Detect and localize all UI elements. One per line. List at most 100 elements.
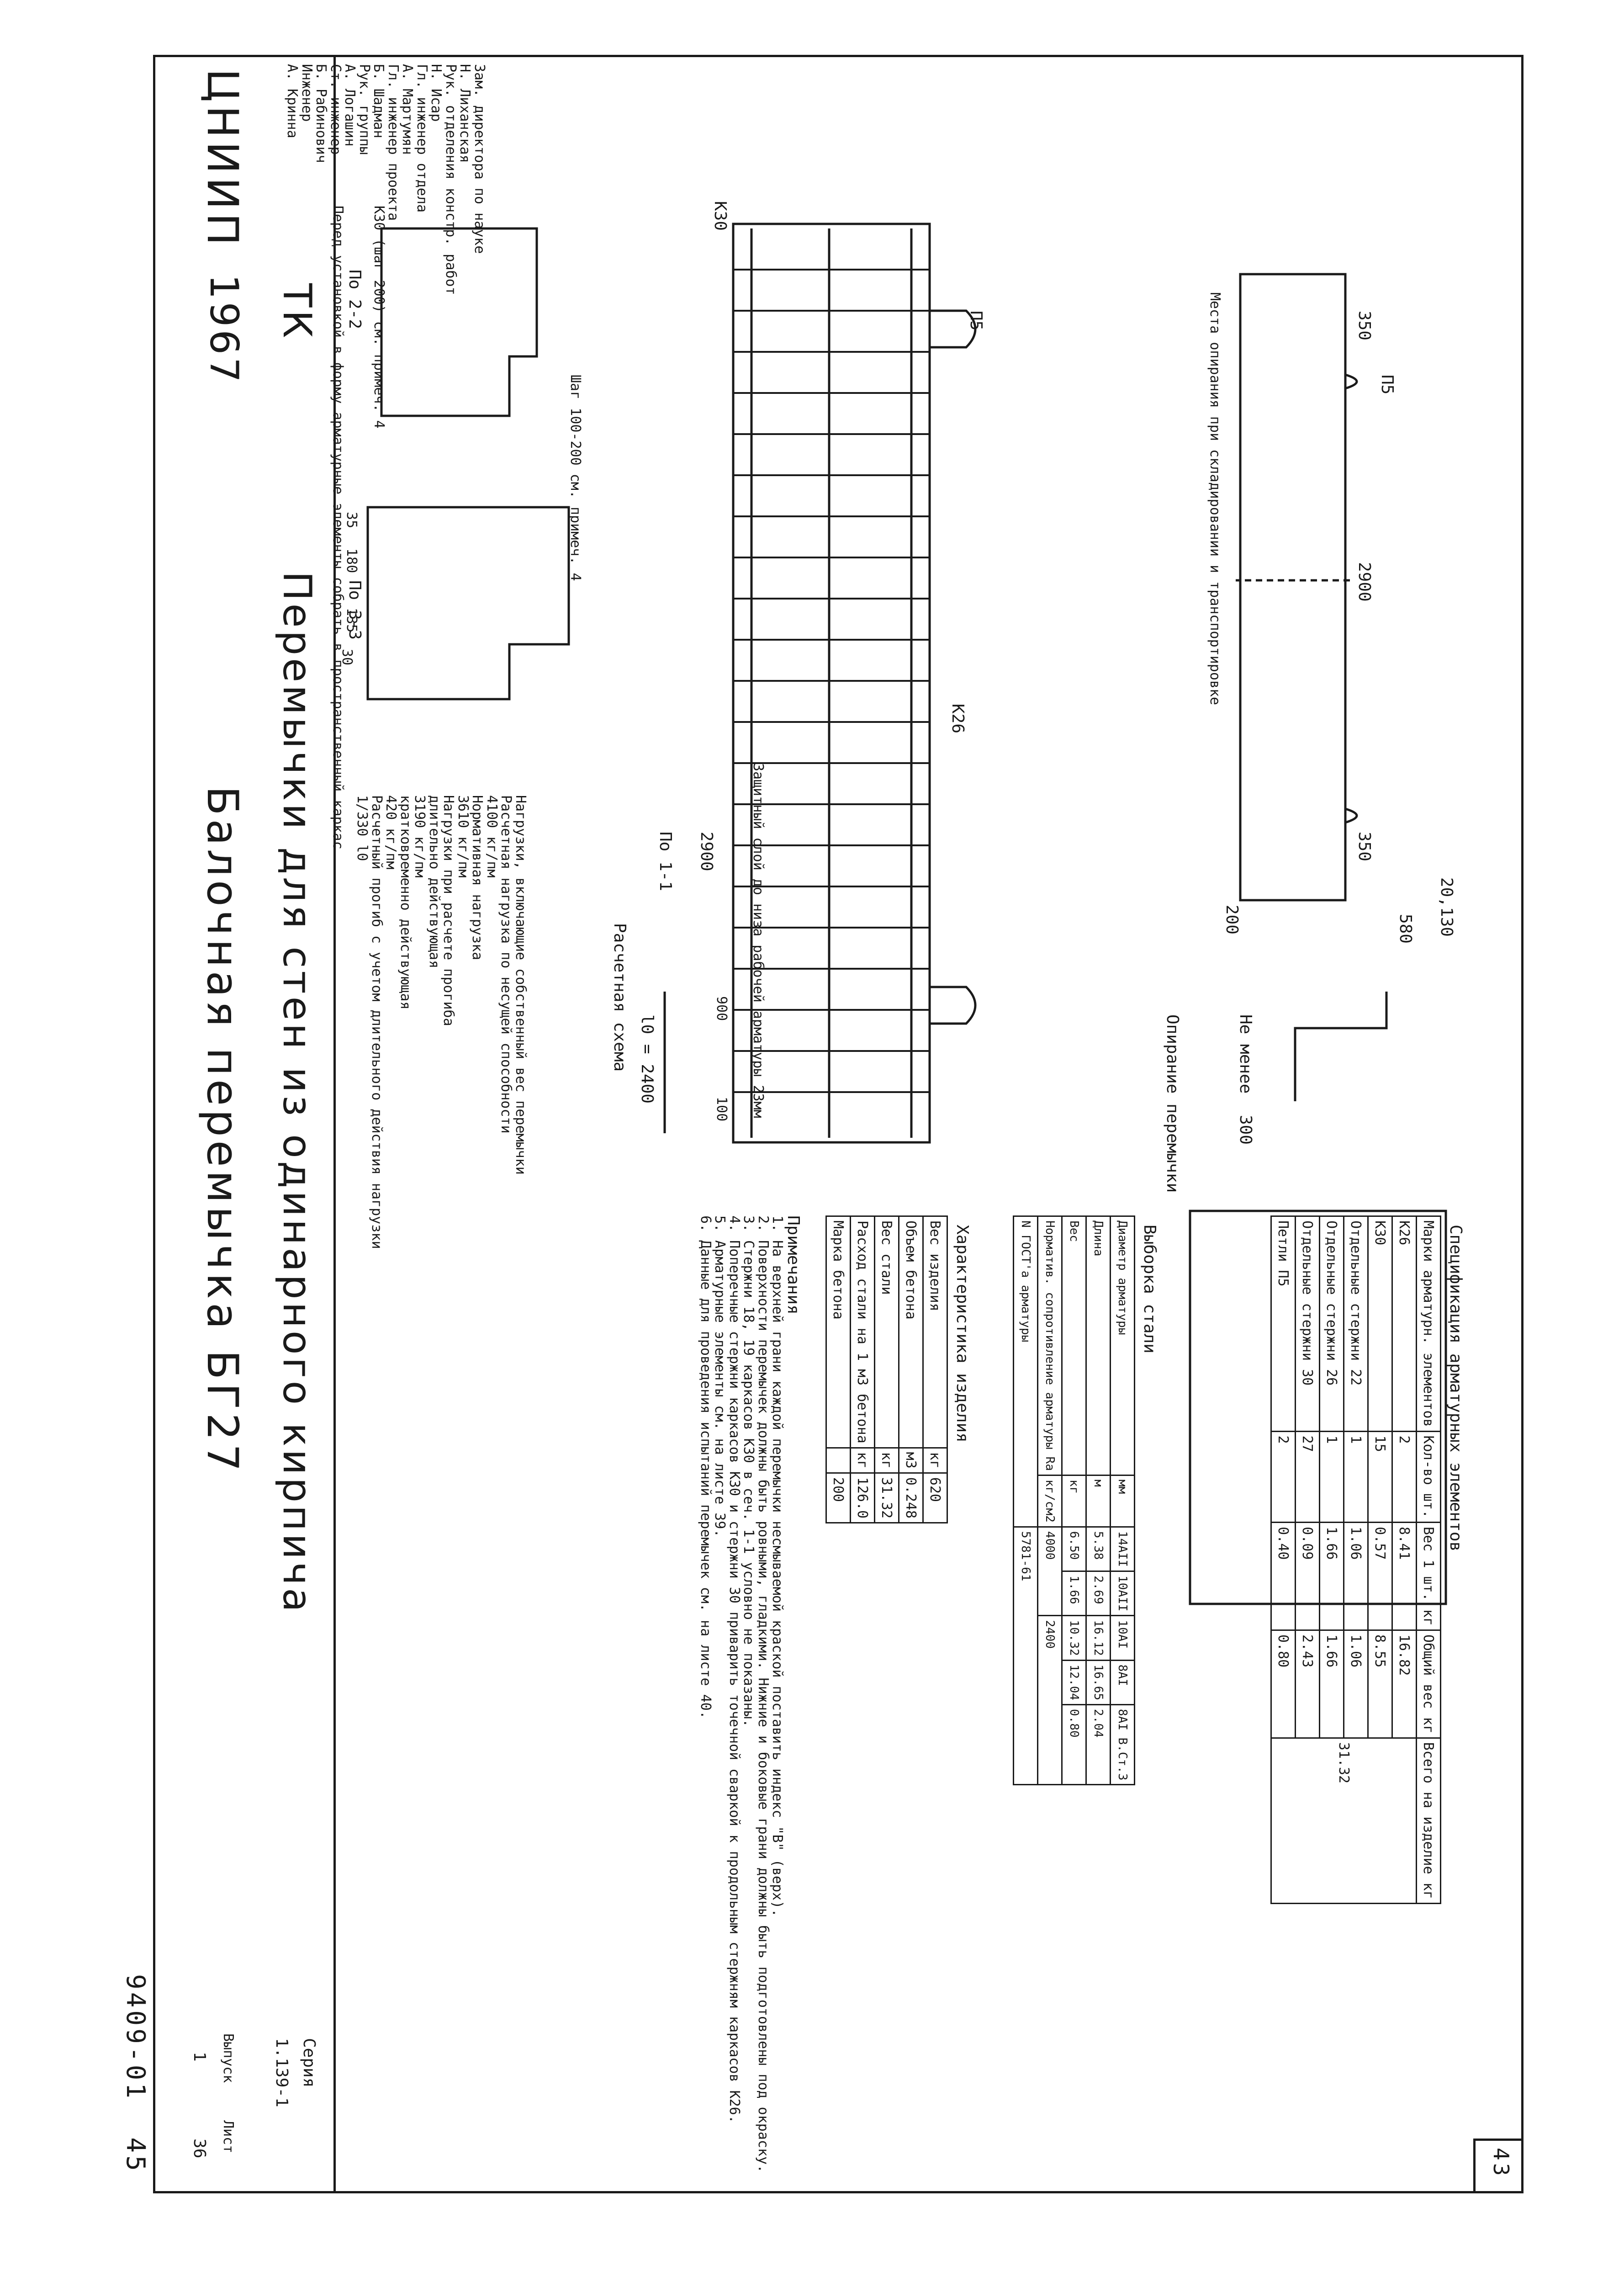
steel-table-title: Выборка стали [1140, 1225, 1159, 1353]
steel-cell: 10.32 [1062, 1615, 1086, 1661]
spec-cell: 2.43 [1295, 1630, 1320, 1738]
notes-title: Примечания [784, 1215, 803, 1315]
steel-cell: 0.80 [1062, 1704, 1086, 1785]
spec-cell: К26 [1392, 1216, 1417, 1432]
notes-block: Примечания 1. На верхней грани каждой пе… [697, 1215, 803, 2173]
dim-180: 180 [344, 548, 360, 573]
char-cell [826, 1448, 851, 1473]
char-cell: 31.32 [874, 1473, 899, 1523]
spec-table: Марки арматурн. элементов Кол-во шт. Вес… [1270, 1215, 1441, 1904]
scheme-span: l0 = 2400 [638, 1014, 656, 1104]
design-load-label: Расчетная нагрузка по несущей способност… [498, 795, 514, 1134]
char-cell: кг [923, 1448, 947, 1473]
deflection-value: 1/330 l0 [354, 795, 370, 861]
spec-header: Всего на изделие кг [1416, 1738, 1441, 1904]
table-row: Норматив. сопротивление арматуры Rа кг/с… [1037, 1216, 1062, 1785]
note-item: 1. На верхней грани каждой перемычки нес… [769, 1215, 786, 1917]
section-1-1-label: По 1-1 [656, 832, 675, 892]
support-note: Места опирания при складировании и транс… [1207, 292, 1223, 706]
table-row: Вес изделия кг 620 [923, 1216, 947, 1523]
spec-cell: 1.06 [1344, 1522, 1368, 1630]
steel-cell: м [1086, 1475, 1111, 1527]
length-top: 2900 [1355, 562, 1374, 602]
rotated-drawing: 43 Перемычки для стен из одинарного кирп… [121, 55, 1523, 2193]
assembly-note: Перед установкой в форму арматурные элем… [330, 206, 346, 858]
step-note-1: Шаг 100-200 см. примеч. 4 [567, 375, 583, 581]
spec-cell: 1.66 [1319, 1522, 1344, 1630]
hook-loop-left [930, 309, 977, 349]
steel-cell: 16.12 [1086, 1615, 1111, 1661]
spec-cell: 16.82 [1392, 1630, 1417, 1738]
steel-header: мм [1110, 1475, 1135, 1527]
short-load-label: кратковременно действующая [397, 795, 413, 1010]
steel-cell: 2.69 [1086, 1571, 1111, 1616]
loads-title: Нагрузки, включающие собственный вес пер… [513, 795, 529, 1175]
deflection-loads-title: Нагрузки при расчете прогиба [440, 795, 457, 1026]
steel-cell: 5.38 [1086, 1527, 1111, 1571]
lifting-loop-left [1345, 373, 1358, 390]
support-title: Опирание перемычки [1163, 1014, 1182, 1193]
dim-200: 200 [1222, 905, 1241, 935]
steel-table: Диаметр арматуры мм 14АII 10АII 10АI 8АI… [1013, 1215, 1135, 1785]
steel-cell: 2400 [1037, 1615, 1062, 1785]
steel-header: Диаметр арматуры [1110, 1216, 1135, 1475]
drawing-lines [366, 223, 1447, 1605]
spec-header: Марки арматурн. элементов [1416, 1216, 1441, 1432]
table-row: Вес кг 6.50 1.66 10.32 12.04 0.80 [1062, 1216, 1086, 1785]
steel-header: 10АI [1110, 1615, 1135, 1661]
spec-cell: 2 [1392, 1431, 1417, 1523]
deflection-label: Расчетный прогиб с учетом длительного де… [369, 795, 385, 1249]
spec-cell: Отдельные стержни 26 [1319, 1216, 1344, 1432]
spec-cell: 8.41 [1392, 1522, 1417, 1630]
steel-header: 14АII [1110, 1527, 1135, 1571]
support-sketch [1294, 992, 1388, 1101]
label-k30-section: К30 [711, 201, 730, 231]
spec-cell: 0.57 [1368, 1522, 1392, 1630]
note-item: 2. Поверхности перемычек должны быть ров… [755, 1215, 771, 2173]
char-cell: Расход стали на 1 м3 бетона [850, 1216, 875, 1448]
spec-total: 31.32 [1271, 1738, 1417, 1904]
spec-header: Вес 1 шт. кг [1416, 1522, 1441, 1630]
char-cell: 0.248 [899, 1473, 923, 1523]
steel-header: 8АI В.Ст.3 [1110, 1704, 1135, 1785]
spec-cell: 0.09 [1295, 1522, 1320, 1630]
char-table-title: Характеристика изделия [953, 1225, 972, 1443]
table-row: К26 2 8.41 16.82 31.32 [1271, 1216, 1417, 1904]
char-cell: 620 [923, 1473, 947, 1523]
design-load-value: 4100 кг/пм [484, 795, 500, 878]
char-cell: Марка бетона [826, 1216, 851, 1448]
steel-cell: 6.50 [1062, 1527, 1086, 1571]
spec-cell: 8.55 [1368, 1630, 1392, 1738]
spec-table-title: Спецификация арматурных элементов [1446, 1225, 1465, 1552]
short-load-value: 420 кг/пм [383, 795, 399, 870]
steel-cell: Вес [1062, 1216, 1086, 1475]
note-item: 6. Данные для проведения испытаний перем… [697, 1215, 714, 1719]
note-item: 3. Стержни 18, 19 каркасов К30 в сеч. 1-… [741, 1215, 757, 1727]
steel-cell: 2.04 [1086, 1704, 1111, 1785]
spec-cell: Петли П5 [1271, 1216, 1296, 1432]
dim-350-right: 350 [1355, 832, 1374, 862]
beam-section-2-2 [380, 227, 538, 417]
steel-cell: Норматив. сопротивление арматуры Rа [1037, 1216, 1062, 1475]
char-cell: Вес стали [874, 1216, 899, 1448]
char-cell: 200 [826, 1473, 851, 1523]
loads-block: Нагрузки, включающие собственный вес пер… [354, 795, 529, 1249]
steel-cell: кг/см2 [1037, 1475, 1062, 1527]
hook-loop-right [930, 986, 977, 1025]
char-cell: 126.0 [850, 1473, 875, 1523]
char-cell: кг [874, 1448, 899, 1473]
beam-section-1-1 [732, 223, 931, 1144]
spec-cell: 1.66 [1319, 1630, 1344, 1738]
label-k26-section: К26 [948, 704, 967, 734]
char-cell: м3 [899, 1448, 923, 1473]
table-row: Марки арматурн. элементов Кол-во шт. Вес… [1416, 1216, 1441, 1904]
normative-load-label: Нормативная нагрузка [469, 795, 486, 961]
label-p5-top: П5 [1378, 375, 1397, 395]
dim-900: 900 [714, 996, 730, 1021]
dim-350-left: 350 [1355, 311, 1374, 341]
note-item: 4. Поперечные стержни каркасов К30 и сте… [726, 1215, 742, 2123]
dim-35: 35 [344, 512, 360, 529]
label-p5-section: П5 [967, 311, 985, 331]
spec-cell: Отдельные стержни 22 [1344, 1216, 1368, 1432]
